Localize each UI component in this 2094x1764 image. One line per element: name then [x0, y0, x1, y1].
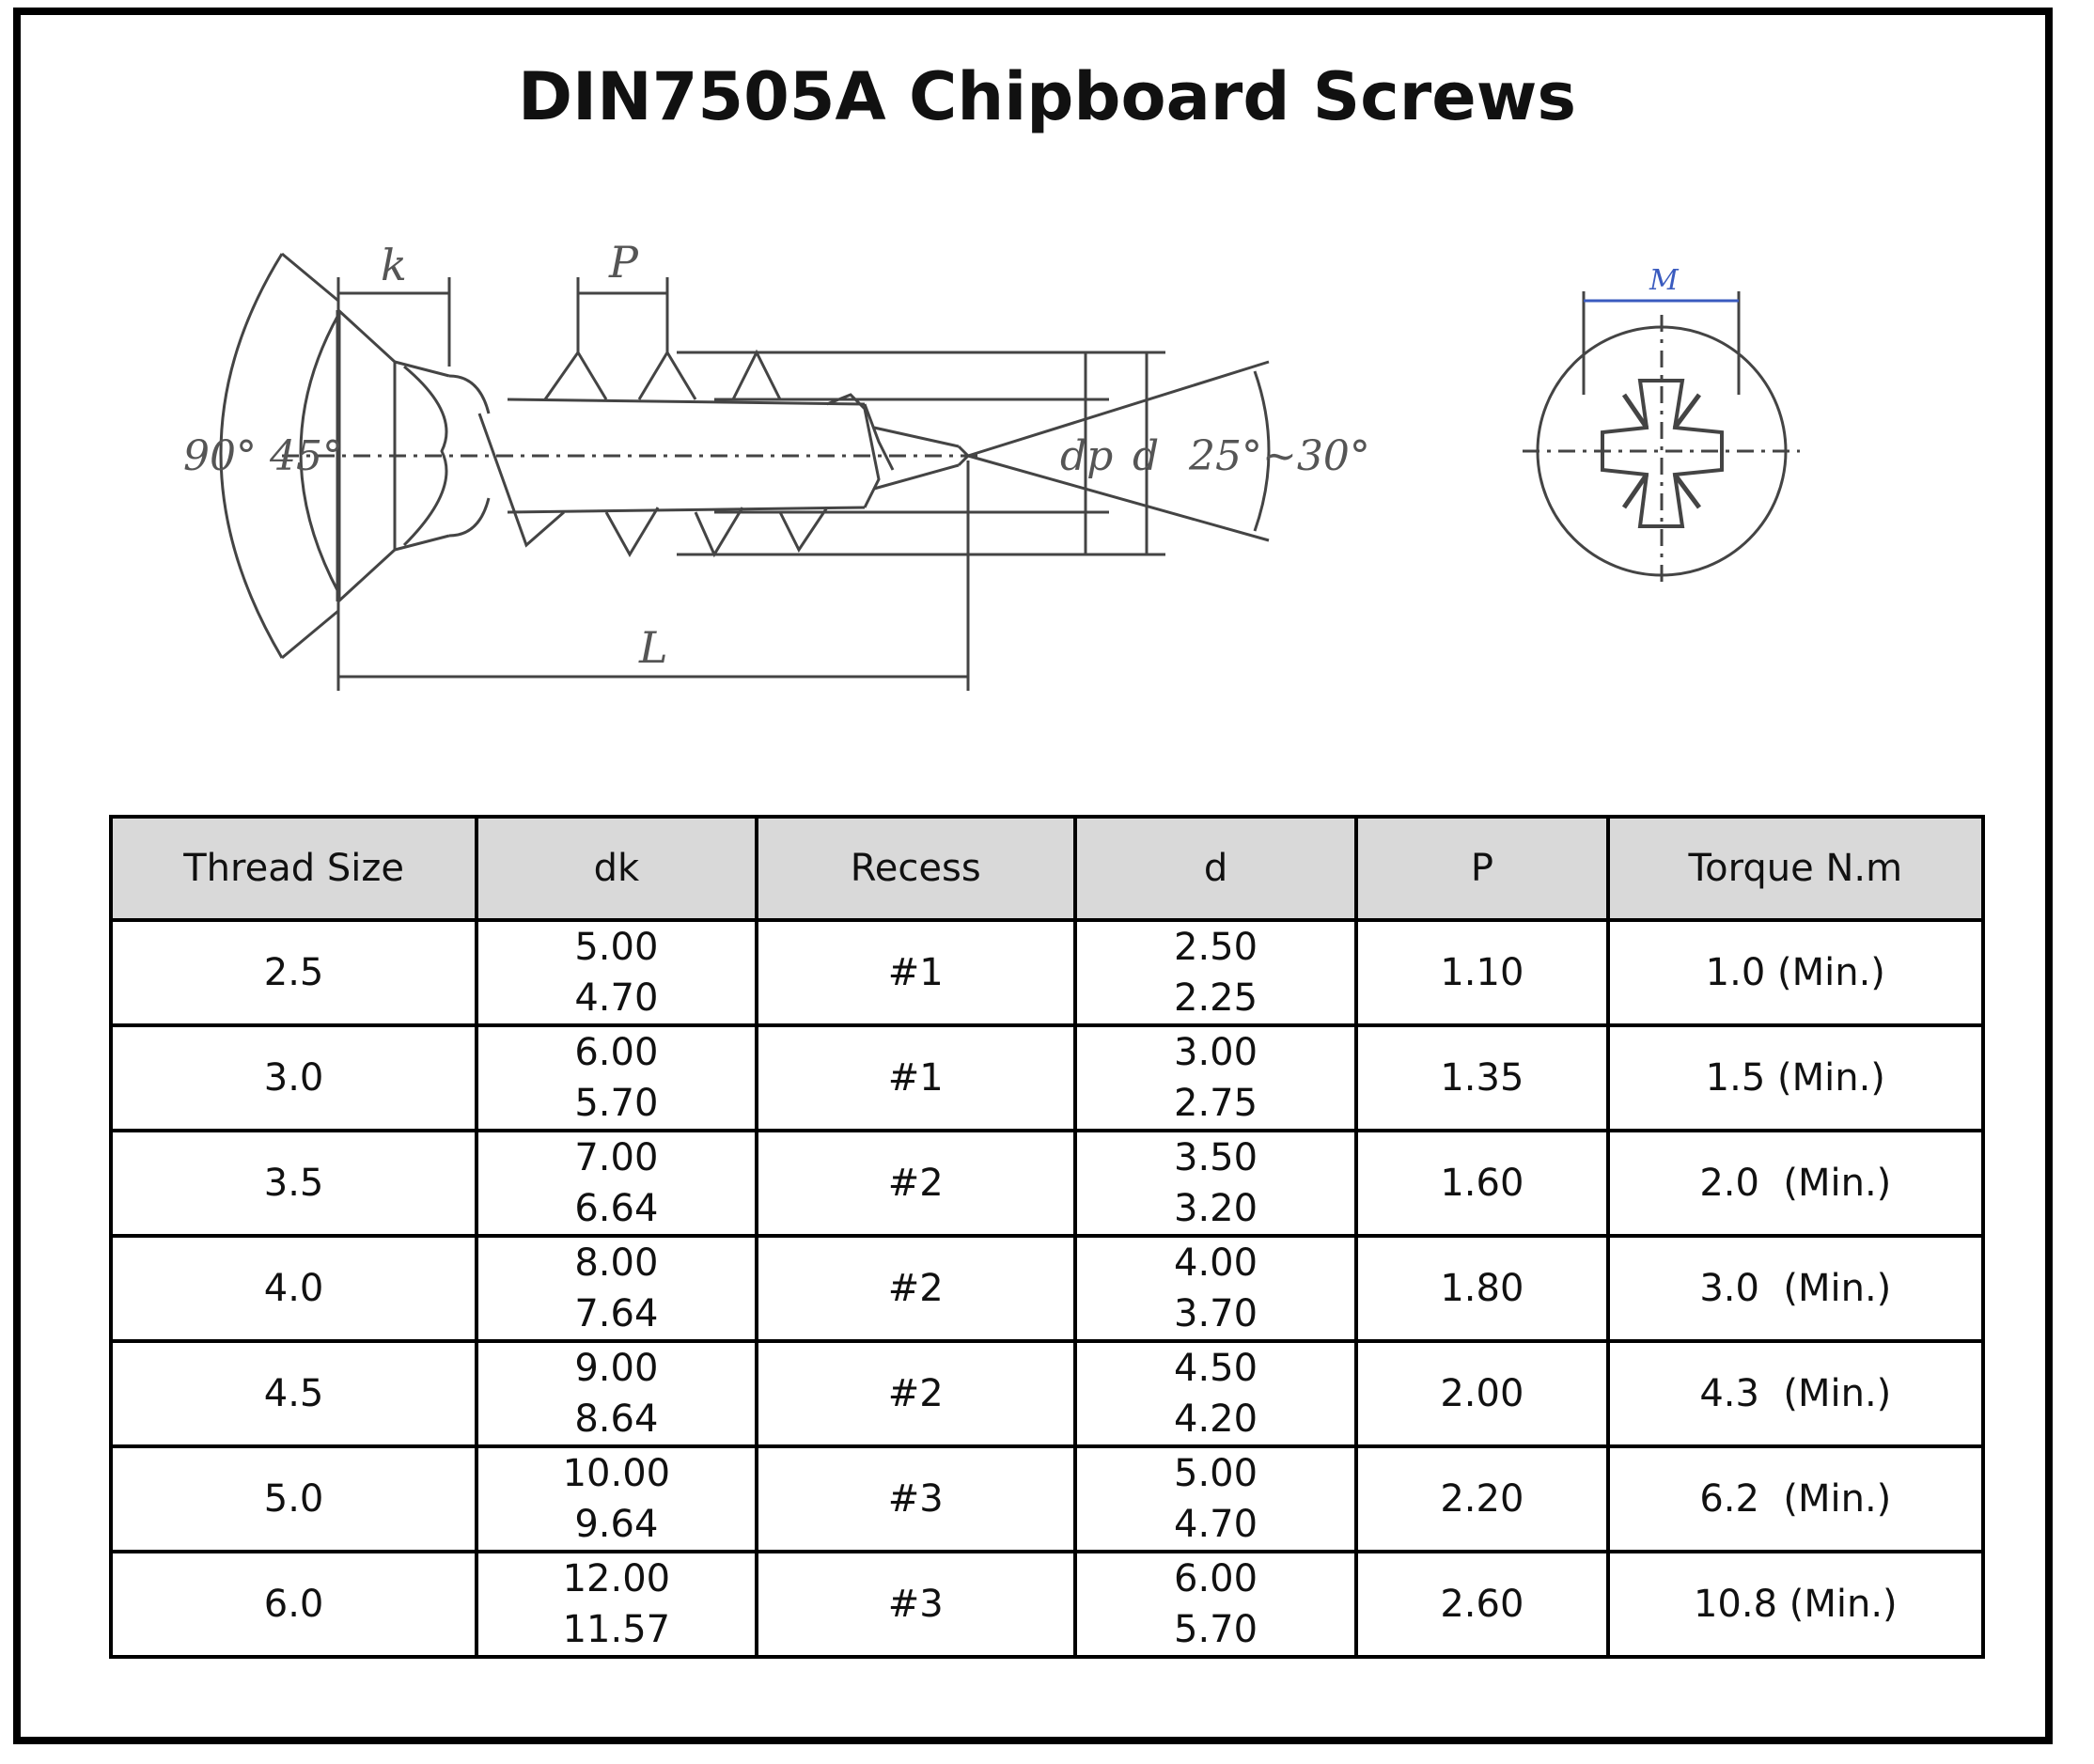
cell-torque: 1.0 (Min.) — [1605, 918, 1986, 1027]
label-p: P — [608, 237, 639, 288]
cell-torque: 10.8 (Min.) — [1605, 1550, 1986, 1659]
cell-recess: #2 — [754, 1234, 1077, 1343]
d-max: 4.50 — [1174, 1347, 1258, 1390]
cell-thread: 6.0 — [108, 1550, 479, 1659]
d-max: 3.50 — [1174, 1136, 1258, 1179]
cell-recess: #3 — [754, 1444, 1077, 1553]
cell-d: 4.00 3.70 — [1072, 1234, 1359, 1343]
cell-torque: 6.2 (Min.) — [1605, 1444, 1986, 1553]
page-title: DIN7505A Chipboard Screws — [517, 58, 1577, 135]
cell-thread: 5.0 — [108, 1444, 479, 1553]
cell-thread: 2.5 — [108, 918, 479, 1027]
cell-p: 2.20 — [1354, 1444, 1610, 1553]
cell-d: 2.50 2.25 — [1072, 918, 1359, 1027]
d-min: 4.20 — [1174, 1397, 1258, 1441]
cell-dk: 12.00 11.57 — [475, 1550, 758, 1659]
cell-d: 5.00 4.70 — [1072, 1444, 1359, 1553]
cell-dk: 7.00 6.64 — [475, 1129, 758, 1238]
table-row: 3.5 7.00 6.64 #2 3.50 3.20 1.60 2.0 (Min.) — [108, 1129, 1986, 1238]
cell-dk: 6.00 5.70 — [475, 1023, 758, 1132]
cell-recess: #1 — [754, 1023, 1077, 1132]
cell-p: 2.00 — [1354, 1339, 1610, 1448]
head-angle-arc — [219, 253, 284, 659]
dk-min: 11.57 — [562, 1608, 671, 1651]
d-max: 5.00 — [1174, 1452, 1258, 1495]
dk-max: 7.00 — [574, 1136, 659, 1179]
label-l: L — [638, 622, 668, 673]
cell-p: 1.10 — [1354, 918, 1610, 1027]
cell-d: 4.50 4.20 — [1072, 1339, 1359, 1448]
label-dp: dp — [1060, 432, 1113, 480]
cell-thread: 4.5 — [108, 1339, 479, 1448]
label-angle-right: 25°~30° — [1188, 432, 1370, 480]
dk-max: 10.00 — [562, 1452, 671, 1495]
header-p: P — [1354, 815, 1610, 922]
dk-max: 6.00 — [574, 1031, 659, 1074]
cell-torque: 2.0 (Min.) — [1605, 1129, 1986, 1238]
label-m: M — [1649, 264, 1680, 297]
cell-p: 2.60 — [1354, 1550, 1610, 1659]
cell-p: 1.80 — [1354, 1234, 1610, 1343]
d-min: 3.70 — [1174, 1292, 1258, 1335]
d-max: 6.00 — [1174, 1557, 1258, 1600]
header-d: d — [1072, 815, 1359, 922]
cell-recess: #2 — [754, 1339, 1077, 1448]
cell-p: 1.35 — [1354, 1023, 1610, 1132]
label-d: d — [1133, 432, 1159, 480]
header-torque: Torque N.m — [1605, 815, 1986, 922]
cell-dk: 9.00 8.64 — [475, 1339, 758, 1448]
d-min: 3.20 — [1174, 1187, 1258, 1230]
dk-max: 12.00 — [562, 1557, 671, 1600]
d-min: 5.70 — [1174, 1608, 1258, 1651]
header-recess: Recess — [754, 815, 1077, 922]
table-header-row: Thread Size dk Recess d P Torque N.m — [108, 815, 1986, 922]
header-dk: dk — [475, 815, 758, 922]
d-max: 3.00 — [1174, 1031, 1258, 1074]
cell-recess: #1 — [754, 918, 1077, 1027]
table-row: 4.5 9.00 8.64 #2 4.50 4.20 2.00 4.3 (Min.) — [108, 1339, 1986, 1448]
table-row: 5.0 10.00 9.64 #3 5.00 4.70 2.20 6.2 (Min.… — [108, 1444, 1986, 1553]
cell-torque: 3.0 (Min.) — [1605, 1234, 1986, 1343]
dk-min: 6.64 — [574, 1187, 659, 1230]
table-row: 4.0 8.00 7.64 #2 4.00 3.70 1.80 3.0 (Min.) — [108, 1234, 1986, 1343]
d-max: 2.50 — [1174, 926, 1258, 969]
cell-dk: 8.00 7.64 — [475, 1234, 758, 1343]
cell-thread: 4.0 — [108, 1234, 479, 1343]
header-thread-size: Thread Size — [108, 815, 479, 922]
cell-d: 3.00 2.75 — [1072, 1023, 1359, 1132]
dk-min: 7.64 — [574, 1292, 659, 1335]
cell-d: 6.00 5.70 — [1072, 1550, 1359, 1659]
cell-dk: 5.00 4.70 — [475, 918, 758, 1027]
cell-recess: #3 — [754, 1550, 1077, 1659]
label-angle-left: 90° 45° — [183, 432, 343, 480]
dk-min: 4.70 — [574, 976, 659, 1020]
dk-min: 5.70 — [574, 1082, 659, 1125]
dk-max: 5.00 — [574, 926, 659, 969]
cell-torque: 1.5 (Min.) — [1605, 1023, 1986, 1132]
dk-max: 9.00 — [574, 1347, 659, 1390]
d-max: 4.00 — [1174, 1241, 1258, 1285]
d-min: 2.25 — [1174, 976, 1258, 1020]
table-row: 3.0 6.00 5.70 #1 3.00 2.75 1.35 1.5 (Min.) — [108, 1023, 1986, 1132]
d-min: 4.70 — [1174, 1503, 1258, 1546]
cell-thread: 3.5 — [108, 1129, 479, 1238]
page-border — [13, 8, 2053, 1744]
spec-table: Thread Size dk Recess d P Torque N.m 2.5… — [108, 815, 1986, 1659]
screw-drawing: k P 90° 45° dp d 25°~30° L M — [183, 237, 1800, 691]
cell-d: 3.50 3.20 — [1072, 1129, 1359, 1238]
cell-torque: 4.3 (Min.) — [1605, 1339, 1986, 1448]
table-row: 6.0 12.00 11.57 #3 6.00 5.70 2.60 10.8 (Mi… — [108, 1550, 1986, 1659]
dk-max: 8.00 — [574, 1241, 659, 1285]
cell-dk: 10.00 9.64 — [475, 1444, 758, 1553]
cell-recess: #2 — [754, 1129, 1077, 1238]
dk-min: 8.64 — [574, 1397, 659, 1441]
cell-thread: 3.0 — [108, 1023, 479, 1132]
d-min: 2.75 — [1174, 1082, 1258, 1125]
label-k: k — [381, 240, 407, 290]
table-row: 2.5 5.00 4.70 #1 2.50 2.25 1.10 1.0 (Min.) — [108, 918, 1986, 1027]
cell-p: 1.60 — [1354, 1129, 1610, 1238]
dk-min: 9.64 — [574, 1503, 659, 1546]
